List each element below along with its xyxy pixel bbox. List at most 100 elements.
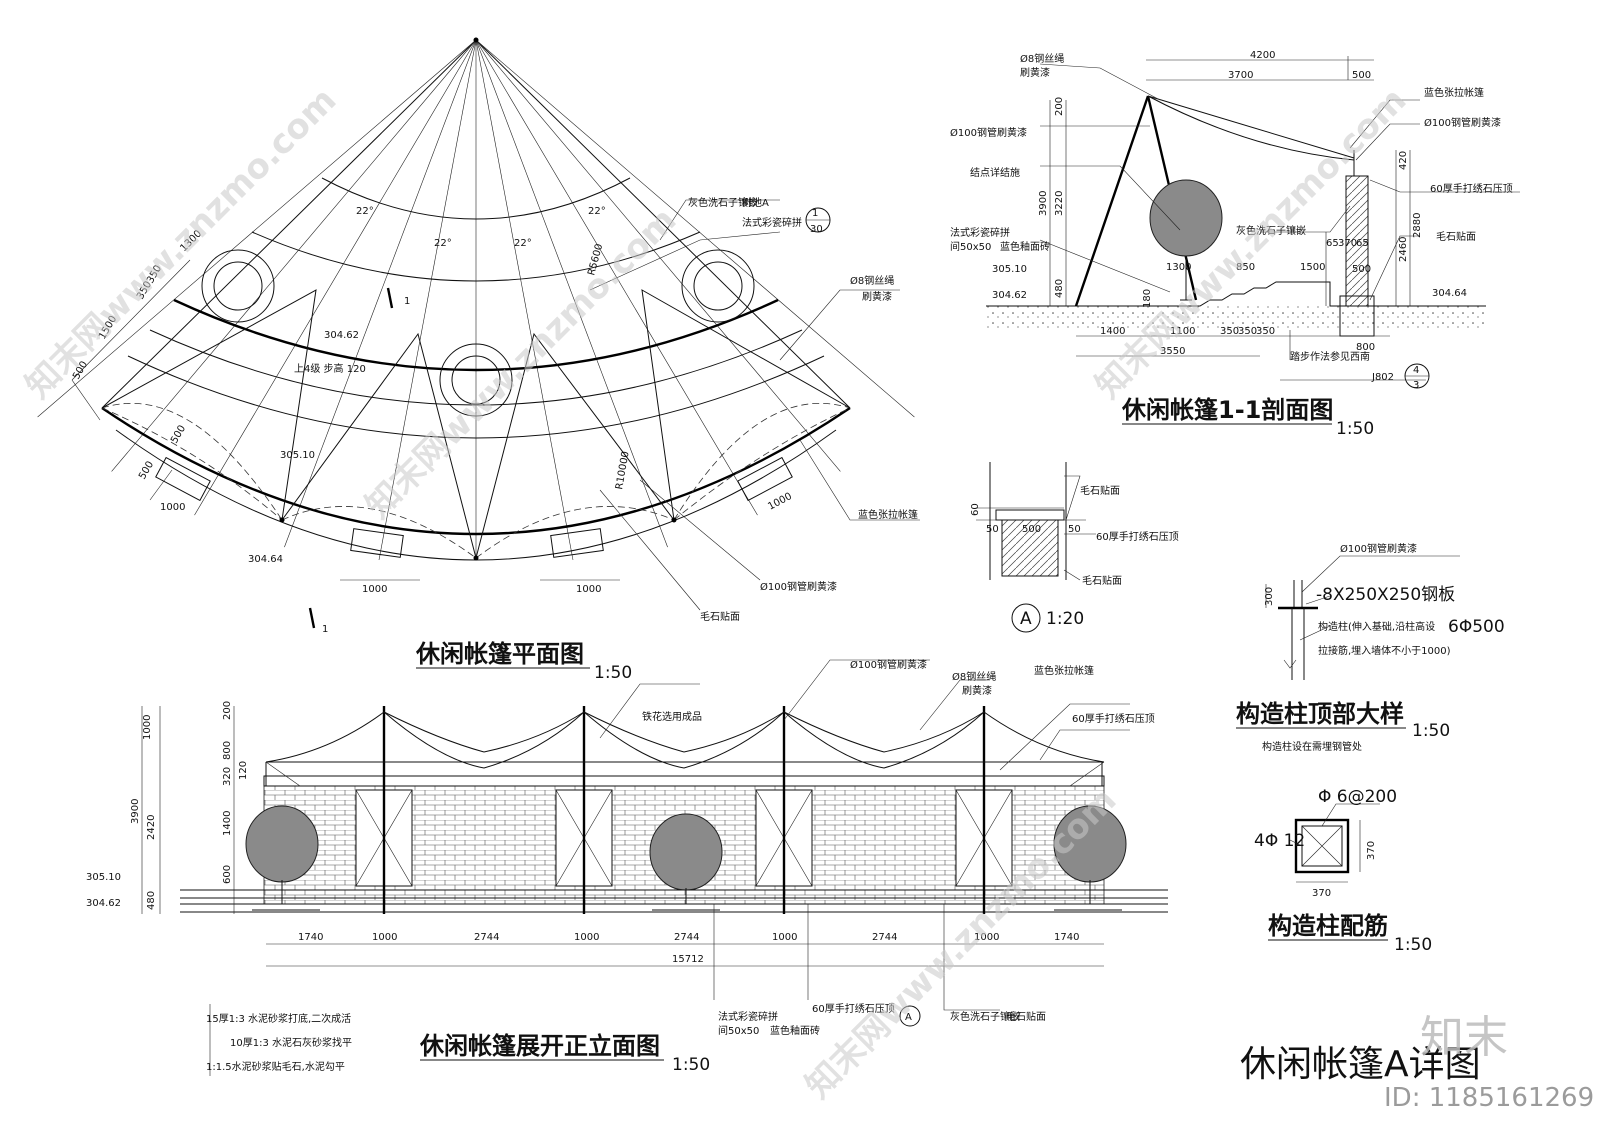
elev-material-1: 15厚1:3 水泥砂浆打底,二次成活 bbox=[206, 1012, 351, 1025]
elev-dim-bottom: 1000 bbox=[574, 932, 599, 943]
plan-cut-top: 1 bbox=[404, 296, 410, 307]
section-dim-bottom: 350 bbox=[1238, 326, 1257, 337]
elev-dim-bottom: 1000 bbox=[372, 932, 397, 943]
plan-label-tile: 法式彩瓷碎拼 bbox=[742, 216, 802, 229]
plan-label-steps: 上4级 步高 120 bbox=[294, 362, 366, 375]
column-rebar-title: 构造柱配筋 bbox=[1268, 912, 1388, 940]
detail-a-stone2: 毛石贴面 bbox=[1082, 574, 1122, 587]
section-dim-mid: 850 bbox=[1236, 262, 1255, 273]
section-dim-bottom: 1100 bbox=[1170, 326, 1195, 337]
elev-dim-left2: 200 bbox=[222, 701, 233, 720]
section-dim-mid: 65 bbox=[1356, 238, 1369, 249]
elev-dim-left: 3900 bbox=[130, 799, 141, 824]
section-dim-left: 480 bbox=[1054, 279, 1065, 298]
elev-dim-total: 15712 bbox=[672, 954, 704, 965]
plan-elev2: 305.10 bbox=[280, 450, 315, 461]
plan-dimensions: 1300 1500 500 350 350 1000 1000 1000 100… bbox=[71, 228, 794, 595]
section-label-tile: 法式彩瓷碎拼 bbox=[950, 226, 1010, 239]
elev-e1: 305.10 bbox=[86, 872, 121, 883]
section-dim-left: 3900 bbox=[1038, 191, 1049, 216]
section-label-gravel: 灰色洗石子镶嵌 bbox=[1236, 224, 1306, 237]
section-title: 休闲帐篷1-1剖面图 bbox=[1121, 396, 1333, 424]
elev-label-tile: 法式彩瓷碎拼 bbox=[718, 1010, 778, 1023]
section-scale: 1:50 bbox=[1336, 419, 1374, 439]
elev-e2: 304.62 bbox=[86, 898, 121, 909]
column-top-dim: 300 bbox=[1264, 587, 1275, 606]
elev-label-iron: 铁花选用成品 bbox=[642, 710, 702, 723]
section-dim-left: 3220 bbox=[1054, 191, 1065, 216]
elev-dim-bottom: 1000 bbox=[974, 932, 999, 943]
plan-ray-line bbox=[475, 39, 915, 418]
section-elev2: 304.62 bbox=[992, 290, 1027, 301]
elev-dim-left2: 120 bbox=[238, 761, 249, 780]
column-rebar-scale: 1:50 bbox=[1394, 935, 1432, 955]
elevation-title: 休闲帐篷展开正立面图 bbox=[419, 1032, 660, 1060]
plan-cut-bottom: 1 bbox=[322, 624, 328, 635]
elev-label-gravel: 灰色洗石子镶嵌 bbox=[950, 1010, 1020, 1023]
elev-dim-bottom: 1740 bbox=[298, 932, 323, 943]
plan-scale: 1:50 bbox=[594, 663, 632, 683]
elev-dim-left2: 1400 bbox=[222, 811, 233, 836]
plan-ray-line bbox=[194, 39, 477, 516]
detail-a-marker: A bbox=[1020, 609, 1032, 629]
column-top-col-spec: 6Φ500 bbox=[1448, 617, 1505, 637]
detail-a-dim: 60 bbox=[970, 503, 981, 516]
rebar-height: 370 bbox=[1366, 841, 1377, 860]
plan-dim: 1000 bbox=[576, 584, 601, 595]
elevation-scale: 1:50 bbox=[672, 1055, 710, 1075]
plan-title: 休闲帐篷平面图 bbox=[415, 640, 584, 668]
column-top-scale: 1:50 bbox=[1412, 721, 1450, 741]
plan-dim: 1000 bbox=[160, 502, 185, 513]
section-dim-top: 3700 bbox=[1228, 70, 1253, 81]
column-rebar-detail bbox=[1289, 803, 1380, 883]
elev-label-membrane: 蓝色张拉帐篷 bbox=[1034, 664, 1094, 677]
section-label-pipe-left: Ø100钢管刷黄漆 bbox=[950, 126, 1027, 139]
section-elev3: 304.64 bbox=[1432, 288, 1467, 299]
detail-a-cap: 60厚手打绣石压顶 bbox=[1096, 530, 1179, 543]
section-dim-bottom: 1400 bbox=[1100, 326, 1125, 337]
section-dim-top: 4200 bbox=[1250, 50, 1275, 61]
section-label-stone: 毛石贴面 bbox=[1436, 230, 1476, 243]
section-label-tile2: 间50x50 bbox=[950, 240, 991, 253]
plan-label-pool: 树池A bbox=[742, 196, 769, 209]
section-labels: Ø8钢丝绳 刷黄漆 Ø100钢管刷黄漆 结点详结施 法式彩瓷碎拼 间50x50 … bbox=[950, 52, 1513, 391]
detail-a bbox=[976, 462, 1096, 633]
plan-ray-line bbox=[378, 39, 477, 561]
section-ref-code: J802 bbox=[1371, 372, 1394, 383]
section-dim-left: 180 bbox=[1142, 289, 1153, 308]
elev-label-cap2: 60厚手打绣石压顶 bbox=[812, 1002, 895, 1015]
rebar-main: 4Φ 12 bbox=[1254, 831, 1305, 851]
column-top-title: 构造柱顶部大样 bbox=[1236, 700, 1404, 728]
column-top-col: 构造柱(伸入基础,沿柱高设 bbox=[1318, 620, 1435, 633]
section-ref-den: 3 bbox=[1413, 380, 1419, 391]
elev-label-glaze: 蓝色釉面砖 bbox=[770, 1024, 820, 1037]
elevation-view bbox=[141, 659, 1168, 1076]
detail-a-scale: 1:20 bbox=[1046, 609, 1084, 629]
plan-dim: 1000 bbox=[362, 584, 387, 595]
elev-marker: A bbox=[905, 1012, 912, 1023]
section-dim-mid: 1300 bbox=[1166, 262, 1191, 273]
elev-label-cap: 60厚手打绣石压顶 bbox=[1072, 712, 1155, 725]
elev-dim-bottom: 2744 bbox=[474, 932, 499, 943]
plan-elev3: 304.64 bbox=[248, 554, 283, 565]
elev-dim-bottom: 1000 bbox=[772, 932, 797, 943]
elev-label-stone: 毛石贴面 bbox=[1006, 1010, 1046, 1023]
elev-dim-bottom: 2744 bbox=[872, 932, 897, 943]
plan-label-stone: 毛石贴面 bbox=[700, 610, 740, 623]
plan-view bbox=[37, 37, 920, 629]
plan-ray-line bbox=[284, 39, 477, 548]
elev-dim-left: 2420 bbox=[146, 815, 157, 840]
section-label-cap: 60厚手打绣石压顶 bbox=[1430, 182, 1513, 195]
section-dim-bottom: 3550 bbox=[1160, 346, 1185, 357]
plan-label-membrane: 蓝色张拉帐篷 bbox=[858, 508, 918, 521]
elev-label-rope: Ø8钢丝绳 bbox=[952, 670, 996, 683]
plan-ray-line bbox=[475, 39, 668, 548]
section-dim-mid: 370 bbox=[1338, 238, 1357, 249]
section-label-rope: Ø8钢丝绳 bbox=[1020, 52, 1064, 65]
plan-label-pipe: Ø100钢管刷黄漆 bbox=[760, 580, 837, 593]
plan-label-gravel: 灰色洗石子镶嵌 bbox=[688, 196, 758, 209]
elev-label-tile2: 间50x50 bbox=[718, 1024, 759, 1037]
detail-a-dim: 500 bbox=[1022, 524, 1041, 535]
section-label-membrane: 蓝色张拉帐篷 bbox=[1424, 86, 1484, 99]
section-elev1: 305.10 bbox=[992, 264, 1027, 275]
